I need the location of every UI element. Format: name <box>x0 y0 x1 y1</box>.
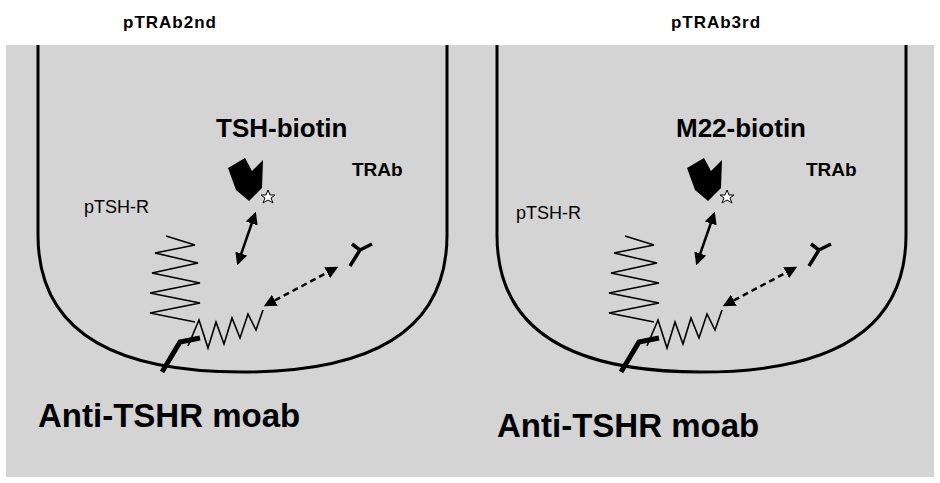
reagent-label: M22-biotin <box>676 114 806 143</box>
receptor-label: pTSH-R <box>84 198 149 218</box>
panel-title: pTRAb2nd <box>123 14 217 33</box>
antibody-label: Anti-TSHR moab <box>497 408 759 444</box>
antibody-label: TRAb <box>352 160 403 181</box>
antibody-label: Anti-TSHR moab <box>38 398 300 434</box>
reagent-label: TSH-biotin <box>216 114 347 143</box>
receptor-label: pTSH-R <box>516 204 581 224</box>
background-panel <box>6 45 934 477</box>
right-assay <box>497 45 906 372</box>
antibody-label: TRAb <box>806 160 857 181</box>
left-assay <box>38 45 447 372</box>
panel-title: pTRAb3rd <box>671 14 761 33</box>
